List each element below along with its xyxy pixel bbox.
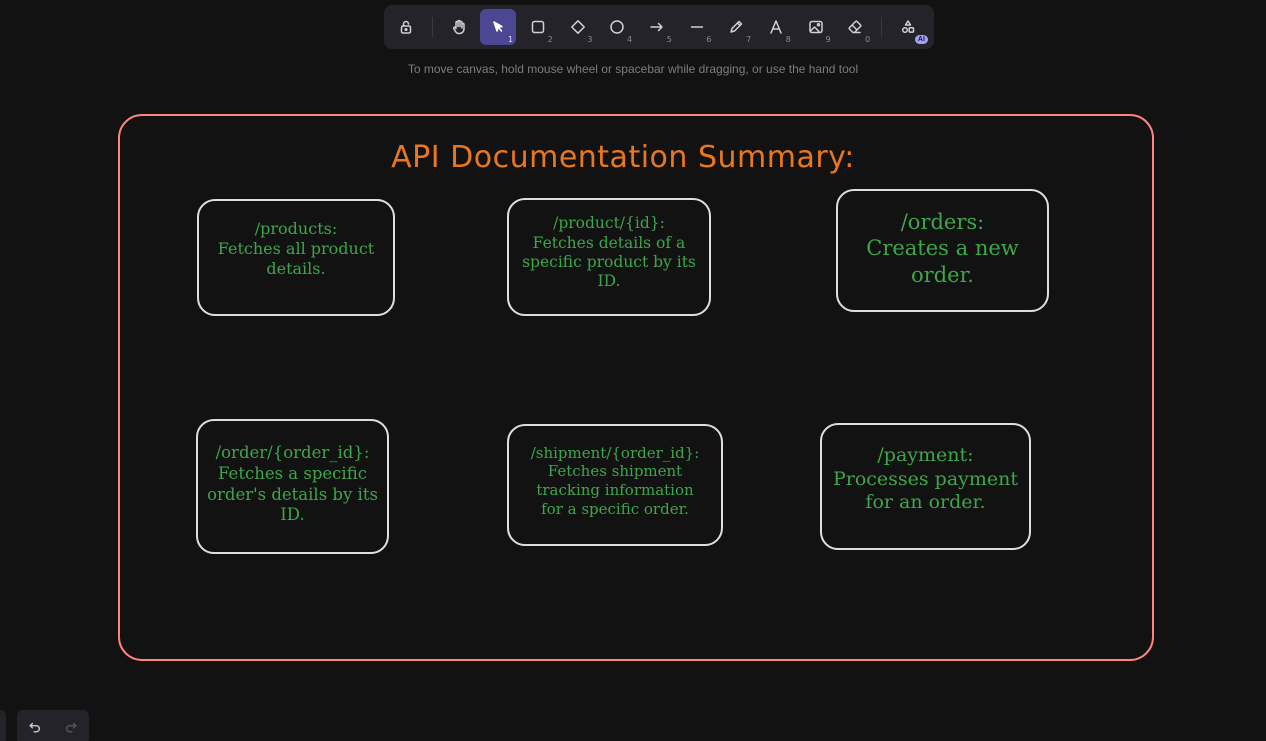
- shortcut-key: 2: [547, 35, 553, 44]
- pointer-icon: [493, 21, 503, 32]
- endpoint-card-payment[interactable]: /payment: Processes payment for an order…: [820, 423, 1031, 550]
- endpoint-card-orders[interactable]: /orders: Creates a new order.: [836, 189, 1049, 312]
- more-shapes-button[interactable]: AI: [890, 9, 928, 45]
- endpoint-card-order-id[interactable]: /order/{order_id}: Fetches a specific or…: [196, 419, 389, 554]
- draw-tool-button[interactable]: 7: [718, 9, 754, 45]
- canvas-hint: To move canvas, hold mouse wheel or spac…: [407, 62, 859, 76]
- eraser-tool-button[interactable]: 0: [838, 9, 874, 45]
- text-icon: [770, 20, 782, 34]
- shortcut-key: 4: [627, 35, 633, 44]
- line-icon: [690, 26, 703, 28]
- undo-button[interactable]: [17, 710, 53, 741]
- endpoint-card-product-id[interactable]: /product/{id}: Fetches details of a spec…: [507, 198, 711, 316]
- endpoint-card-text: /order/{order_id}: Fetches a specific or…: [207, 443, 378, 525]
- diamond-icon: [570, 20, 585, 34]
- redo-button[interactable]: [53, 710, 89, 741]
- lock-icon: [400, 20, 412, 34]
- endpoint-card-text: /shipment/{order_id}: Fetches shipment t…: [530, 443, 700, 518]
- endpoint-card-shipment[interactable]: /shipment/{order_id}: Fetches shipment t…: [507, 424, 723, 546]
- arrow-right-icon: [650, 22, 663, 32]
- shortcut-key: 7: [746, 35, 752, 44]
- endpoint-card-text: /products: Fetches all product details.: [217, 218, 375, 278]
- pencil-icon: [730, 20, 743, 33]
- endpoint-card-text: /product/{id}: Fetches details of a spec…: [522, 214, 696, 291]
- line-tool-button[interactable]: 6: [679, 9, 715, 45]
- rectangle-tool-button[interactable]: 2: [520, 9, 556, 45]
- canvas-title[interactable]: API Documentation Summary:: [391, 140, 855, 175]
- arrow-tool-button[interactable]: 5: [639, 9, 675, 45]
- image-icon: [808, 20, 823, 34]
- endpoint-card-products[interactable]: /products: Fetches all product details.: [197, 199, 395, 316]
- shapes-icon: [902, 20, 915, 34]
- shortcut-key: 0: [865, 35, 871, 44]
- lock-tool-button[interactable]: [388, 9, 424, 45]
- redo-icon: [66, 722, 77, 733]
- ai-badge: AI: [914, 35, 928, 44]
- selection-tool-button[interactable]: 1: [480, 9, 517, 45]
- zoom-controls-edge[interactable]: [0, 710, 6, 741]
- diamond-tool-button[interactable]: 3: [560, 9, 596, 45]
- shortcut-key: 6: [706, 35, 712, 44]
- image-tool-button[interactable]: 9: [798, 9, 834, 45]
- undo-icon: [29, 722, 40, 733]
- ellipse-icon: [610, 20, 625, 34]
- main-toolbar: 1 2 3 4 5 6 7 8 9 0 AI: [384, 5, 934, 49]
- toolbar-divider: [431, 17, 433, 37]
- endpoint-card-text: /payment: Processes payment for an order…: [832, 443, 1019, 514]
- eraser-icon: [848, 20, 862, 34]
- shortcut-key: 9: [825, 35, 831, 44]
- shortcut-key: 8: [785, 35, 791, 44]
- text-tool-button[interactable]: 8: [758, 9, 794, 45]
- toolbar-divider: [881, 17, 883, 37]
- endpoint-card-text: /orders: Creates a new order.: [866, 210, 1019, 287]
- undo-redo-group: [17, 710, 89, 741]
- hand-icon: [452, 19, 465, 35]
- shortcut-key: 3: [587, 35, 593, 44]
- hand-tool-button[interactable]: [441, 9, 477, 45]
- shortcut-key: 5: [666, 35, 672, 44]
- shortcut-key: 1: [507, 35, 514, 44]
- rectangle-icon: [531, 20, 545, 34]
- frame-rectangle[interactable]: [118, 114, 1154, 661]
- ellipse-tool-button[interactable]: 4: [599, 9, 635, 45]
